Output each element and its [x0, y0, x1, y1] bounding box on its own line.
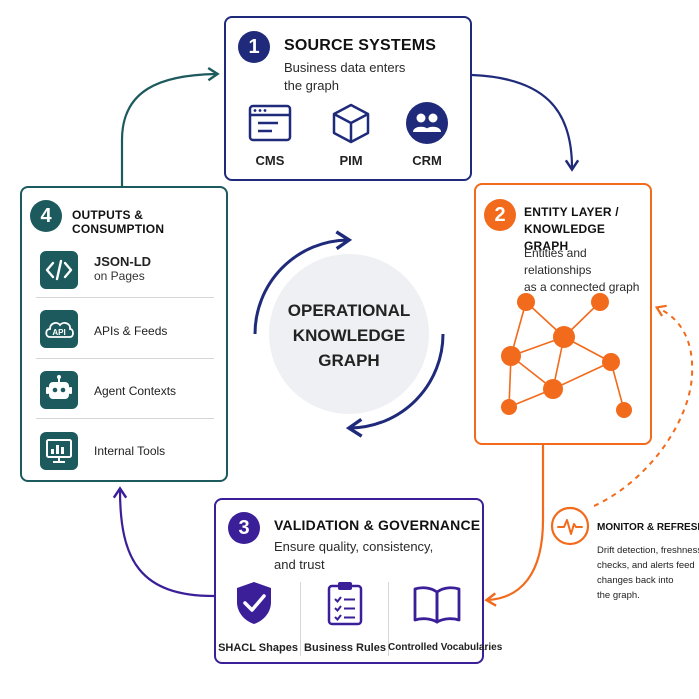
outputs-divider-1: [36, 297, 214, 298]
center-title-line2: KNOWLEDGE: [292, 326, 406, 345]
entity-layer-desc-line2: as a connected graph: [524, 280, 640, 294]
validation-desc-line2: and trust: [274, 557, 325, 572]
center-disc: [269, 254, 429, 414]
center-cycle-arrow-top: [253, 230, 353, 335]
crm-label: CRM: [412, 153, 442, 168]
code-icon: [40, 251, 78, 289]
monitor-refresh-desc: Drift detection, freshness checks, and a…: [597, 543, 699, 603]
output-item-json-ld: JSON-LD on Pages: [94, 254, 151, 283]
validation-card: 3 VALIDATION & GOVERNANCE Ensure quality…: [214, 498, 503, 664]
api-cloud-icon: API: [40, 310, 78, 348]
output-item-internal-tools: Internal Tools: [94, 444, 166, 458]
monitor-refresh-title: MONITOR & REFRESH: [597, 522, 699, 533]
clipboard-checklist-icon: [327, 582, 363, 626]
business-rules-label: Business Rules: [304, 642, 386, 654]
source-systems-card: 1 SOURCE SYSTEMS Business data enters th…: [224, 16, 472, 181]
network-graph-icon: [501, 293, 632, 418]
validation-divider-2: [388, 582, 389, 656]
source-systems-desc: Business data enters the graph: [284, 59, 405, 95]
pulse-monitor-icon: [550, 506, 590, 546]
monitor-desc-line1: Drift detection, freshness: [597, 545, 699, 556]
entity-layer-desc-line1: Entities and relationships: [524, 246, 592, 277]
monitor-desc-line4: the graph.: [597, 590, 640, 601]
cms-label: CMS: [255, 153, 285, 168]
validation-desc-line1: Ensure quality, consistency,: [274, 539, 434, 554]
center-cycle-arrow-bottom: [345, 333, 445, 438]
shacl-shapes-label: SHACL Shapes: [218, 642, 298, 654]
outputs-divider-3: [36, 418, 214, 419]
step-2-badge: 2: [484, 199, 516, 231]
entity-layer-title-line2: KNOWLEDGE GRAPH: [524, 222, 606, 253]
entity-layer-title: ENTITY LAYER / KNOWLEDGE GRAPH: [524, 204, 650, 255]
center-title-line1: OPERATIONAL: [287, 301, 411, 320]
monitor-desc-line3: changes back into: [597, 575, 674, 586]
monitor-desc-line2: checks, and alerts feed: [597, 560, 695, 571]
entity-layer-title-line1: ENTITY LAYER /: [524, 205, 619, 219]
step-1-badge: 1: [238, 31, 270, 63]
entity-layer-card: 2 ENTITY LAYER / KNOWLEDGE GRAPH Entitie…: [474, 183, 652, 445]
api-icon-text: API: [52, 328, 65, 337]
arrow-source-to-entity: [471, 73, 580, 172]
open-book-icon: [413, 586, 461, 624]
source-systems-title: SOURCE SYSTEMS: [284, 37, 437, 54]
validation-desc: Ensure quality, consistency, and trust: [274, 538, 433, 574]
arrow-validation-to-outputs: [112, 486, 215, 598]
entity-layer-desc: Entities and relationships as a connecte…: [524, 245, 650, 296]
pim-label: PIM: [339, 153, 363, 168]
shield-check-icon: [237, 582, 271, 624]
controlled-vocabularies-label: Controlled Vocabularies: [388, 642, 503, 653]
output-item-json-ld-sub: on Pages: [94, 269, 145, 283]
pim-box-icon: [332, 103, 370, 144]
outputs-card: 4 OUTPUTS & CONSUMPTION JSON-LD on Pages…: [20, 186, 228, 482]
center-title-line3: GRAPH: [318, 351, 380, 370]
arrow-entity-to-validation: [484, 444, 545, 607]
arrow-monitor-feedback: [593, 304, 694, 507]
outputs-divider-2: [36, 358, 214, 359]
source-systems-desc-line1: Business data enters: [284, 60, 406, 75]
robot-icon: [40, 371, 78, 409]
step-3-badge: 3: [228, 512, 260, 544]
validation-divider-1: [300, 582, 301, 656]
crm-users-icon: [406, 102, 448, 144]
validation-title: VALIDATION & GOVERNANCE: [274, 517, 481, 533]
output-item-agent-contexts: Agent Contexts: [94, 384, 177, 398]
arrow-outputs-to-source: [120, 66, 220, 186]
outputs-title: OUTPUTS & CONSUMPTION: [72, 208, 165, 236]
output-item-json-ld-label: JSON-LD: [94, 254, 152, 269]
center-title: OPERATIONAL KNOWLEDGE GRAPH: [270, 298, 428, 373]
source-systems-desc-line2: the graph: [284, 78, 339, 93]
output-item-apis-feeds: APIs & Feeds: [94, 324, 168, 338]
step-4-badge: 4: [30, 200, 62, 232]
cms-window-icon: [248, 104, 292, 142]
monitor-chart-icon: [40, 432, 78, 470]
